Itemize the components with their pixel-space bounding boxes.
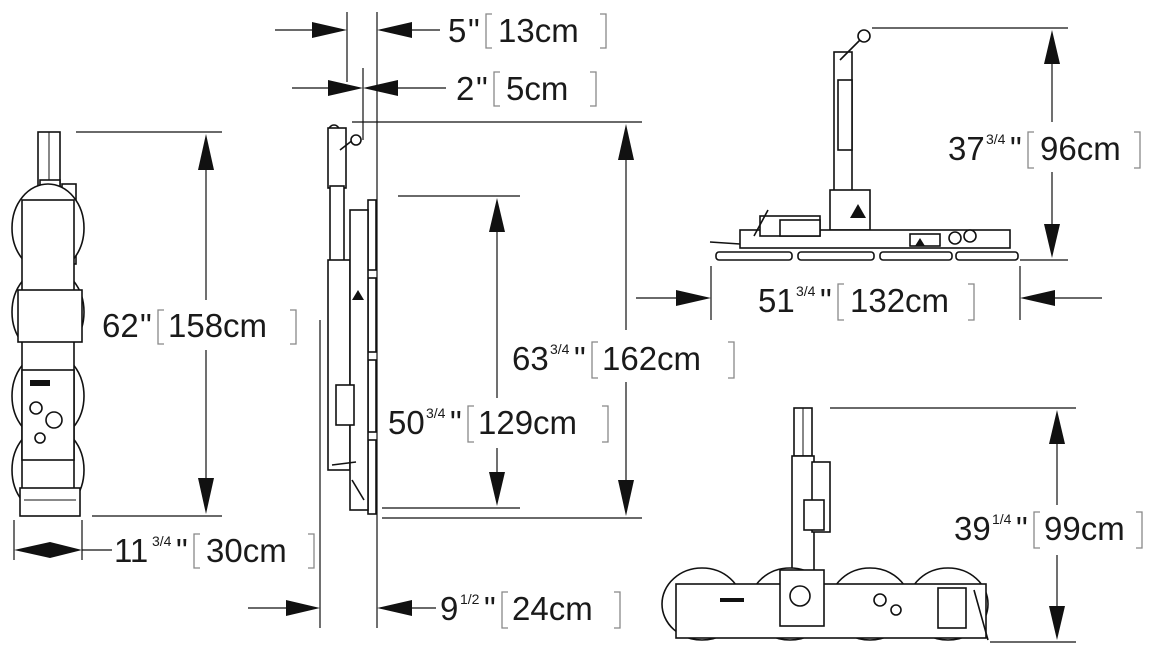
label-side-mid-offset: 2 " 5cm [456, 70, 597, 107]
inch-mark: " [574, 340, 586, 377]
side-top-offset-imperial: 5 [448, 12, 466, 49]
side-mid-offset-imperial: 2 [456, 70, 474, 107]
side-total-height-fraction: 3/4 [550, 341, 570, 357]
side-pad-height-imperial: 50 [388, 404, 425, 441]
label-front-width: 11 3/4 " 30cm [114, 532, 315, 569]
flat-length-metric: 132cm [850, 282, 949, 319]
side-total-height-metric: 162cm [602, 340, 701, 377]
label-side-top-offset: 5 " 13cm [448, 12, 607, 49]
label-side-total-height: 63 3/4 " 162cm [512, 340, 735, 379]
inch-mark: " [176, 532, 188, 569]
label-flat-length: 51 3/4 " 132cm [758, 282, 975, 321]
flat-height-fraction: 3/4 [986, 131, 1006, 147]
label-side-depth: 9 1/2 " 24cm [440, 590, 621, 629]
side-depth-imperial: 9 [440, 590, 458, 627]
inch-mark: " [476, 70, 488, 107]
inch-mark: " [484, 590, 496, 627]
inch-mark: " [468, 12, 480, 49]
front-view-machine [11, 131, 85, 517]
side-view-machine [327, 124, 377, 515]
front-height-metric: 158cm [168, 307, 267, 344]
label-side-pad-height: 50 3/4 " 129cm [388, 404, 609, 443]
flat-height-metric: 96cm [1040, 130, 1121, 167]
flat-view-machine [709, 29, 1019, 261]
inch-mark: " [820, 282, 832, 319]
side-pad-height-fraction: 3/4 [426, 405, 446, 421]
label-flat-height: 37 3/4 " 96cm [948, 130, 1141, 169]
label-front-height: 62 " 158cm [102, 307, 297, 345]
front-width-fraction: 3/4 [152, 533, 172, 549]
flat-height-imperial: 37 [948, 130, 985, 167]
side-top-offset-metric: 13cm [498, 12, 579, 49]
top-height-metric: 99cm [1044, 510, 1125, 547]
side-mid-offset-metric: 5cm [506, 70, 568, 107]
top-height-fraction: 1/4 [992, 511, 1012, 527]
side-depth-metric: 24cm [512, 590, 593, 627]
side-depth-fraction: 1/2 [460, 591, 480, 607]
inch-mark: " [450, 404, 462, 441]
dimension-lines [13, 12, 1102, 643]
inch-mark: " [1016, 510, 1028, 547]
inch-mark: " [140, 307, 152, 344]
flat-length-fraction: 3/4 [796, 283, 816, 299]
inch-mark: " [1010, 130, 1022, 167]
top-view-machine [661, 407, 989, 641]
front-height-imperial: 62 [102, 307, 139, 344]
side-pad-height-metric: 129cm [478, 404, 577, 441]
side-total-height-imperial: 63 [512, 340, 549, 377]
front-width-metric: 30cm [206, 532, 287, 569]
label-top-height: 39 1/4 " 99cm [954, 510, 1143, 549]
front-width-imperial: 11 [114, 532, 148, 569]
flat-length-imperial: 51 [758, 282, 795, 319]
top-height-imperial: 39 [954, 510, 991, 547]
